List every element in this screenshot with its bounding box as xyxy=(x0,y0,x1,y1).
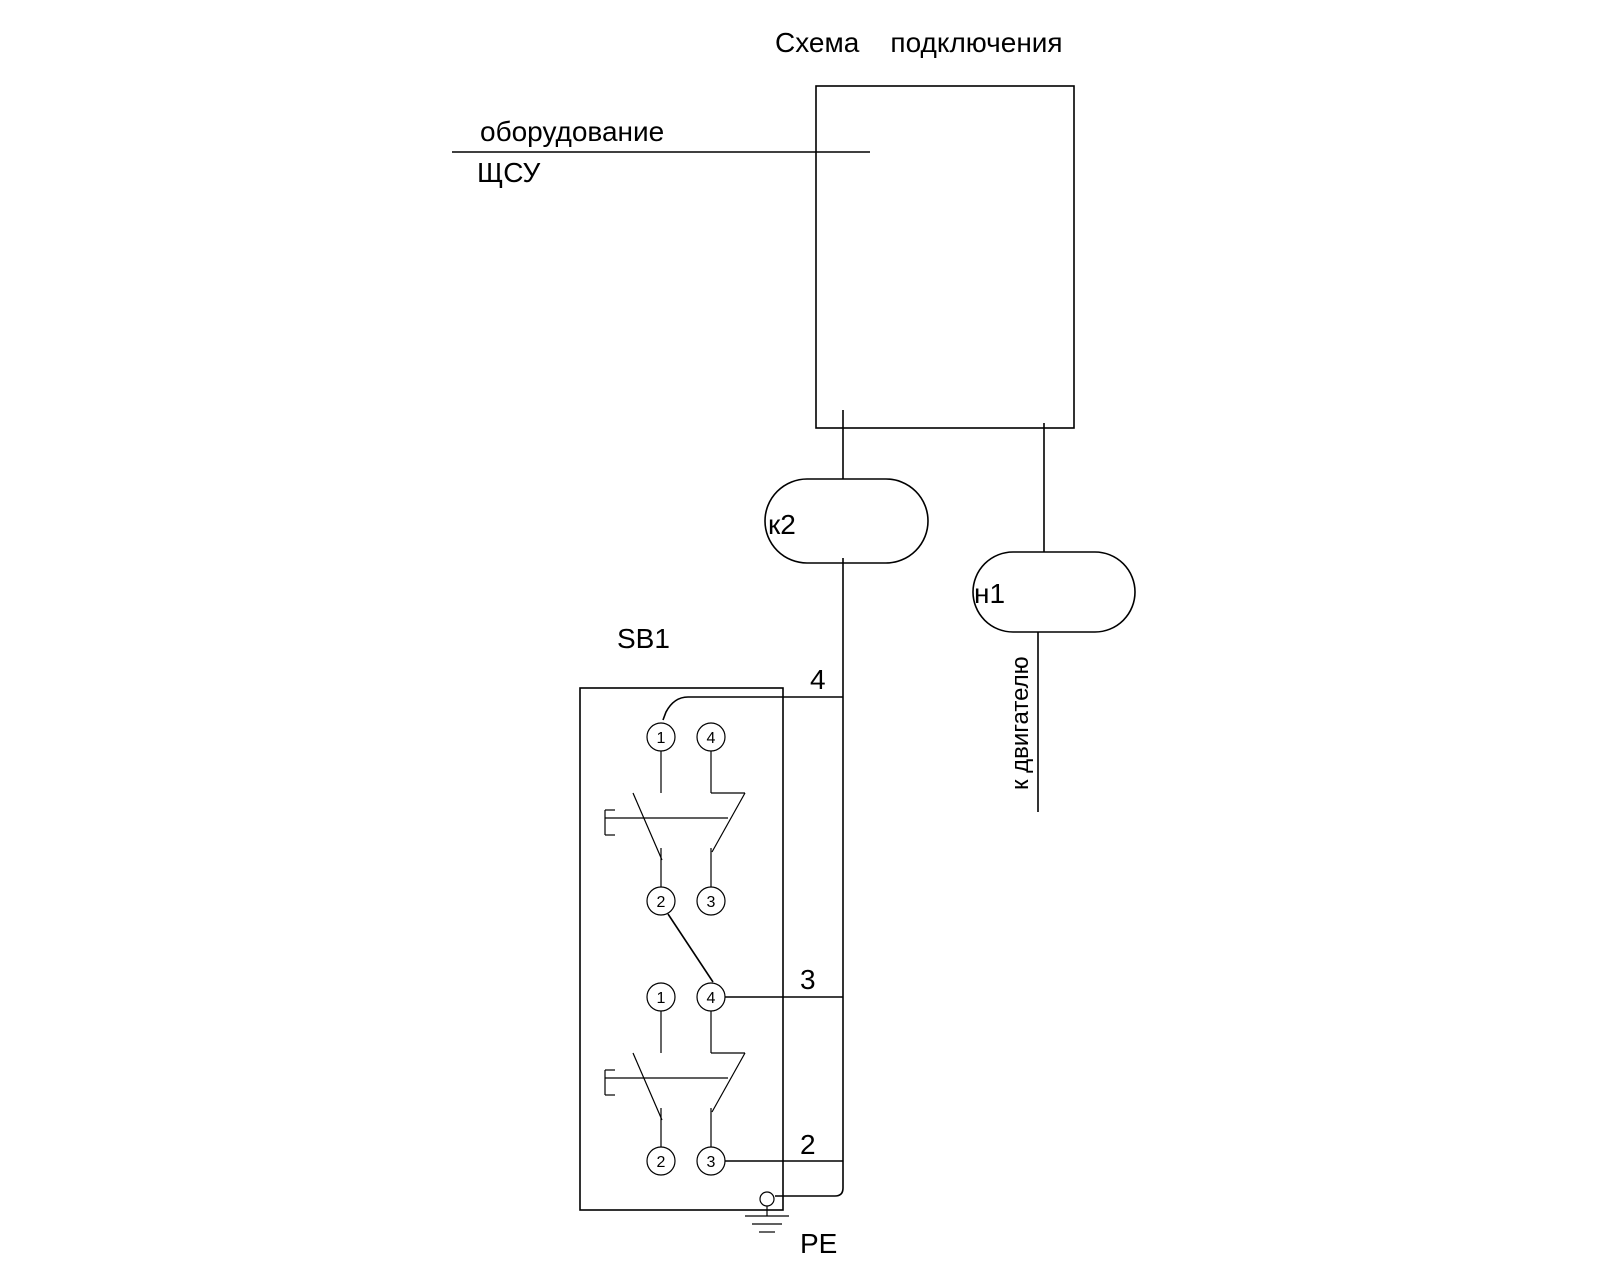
lower-terminal-4-label: 4 xyxy=(707,990,716,1007)
sb1-label: SB1 xyxy=(617,623,670,654)
wire-2-label: 2 xyxy=(800,1129,816,1160)
jumper-wire xyxy=(667,913,714,983)
upper-switch-block: 1 4 2 3 xyxy=(604,722,746,916)
n1-label: н1 xyxy=(974,578,1005,609)
motor-label: к двигателю xyxy=(1007,656,1034,790)
wire-4-label: 4 xyxy=(810,664,826,695)
diagram-title: Схема подключения xyxy=(775,27,1063,58)
lower-terminal-1-label: 1 xyxy=(657,990,666,1007)
upper-terminal-3-label: 3 xyxy=(707,894,716,911)
lower-terminal-2 xyxy=(646,1146,676,1176)
pe-wire xyxy=(775,1187,844,1197)
wire-4 xyxy=(662,696,843,721)
upper-terminal-1-label: 1 xyxy=(657,730,666,747)
cable-gland-k2 xyxy=(764,478,929,564)
lower-terminal-2-label: 2 xyxy=(657,1154,666,1171)
wire-3-label: 3 xyxy=(800,964,816,995)
k2-label: к2 xyxy=(768,509,796,540)
ground-icon xyxy=(745,1191,789,1233)
upper-terminal-4-label: 4 xyxy=(707,730,716,747)
upper-terminal-2-label: 2 xyxy=(657,894,666,911)
upper-terminal-2 xyxy=(646,886,676,916)
lower-switch-block: 1 4 2 3 xyxy=(604,982,746,1176)
equipment-label: оборудование xyxy=(480,116,664,147)
panel-enclosure xyxy=(815,85,1075,429)
cable-gland-n1 xyxy=(972,551,1136,633)
panel-label: ЩСУ xyxy=(477,157,541,188)
lower-terminal-3-label: 3 xyxy=(707,1154,716,1171)
upper-terminal-3 xyxy=(696,886,726,916)
sb1-housing xyxy=(579,687,784,1211)
pe-label: PE xyxy=(800,1228,837,1259)
